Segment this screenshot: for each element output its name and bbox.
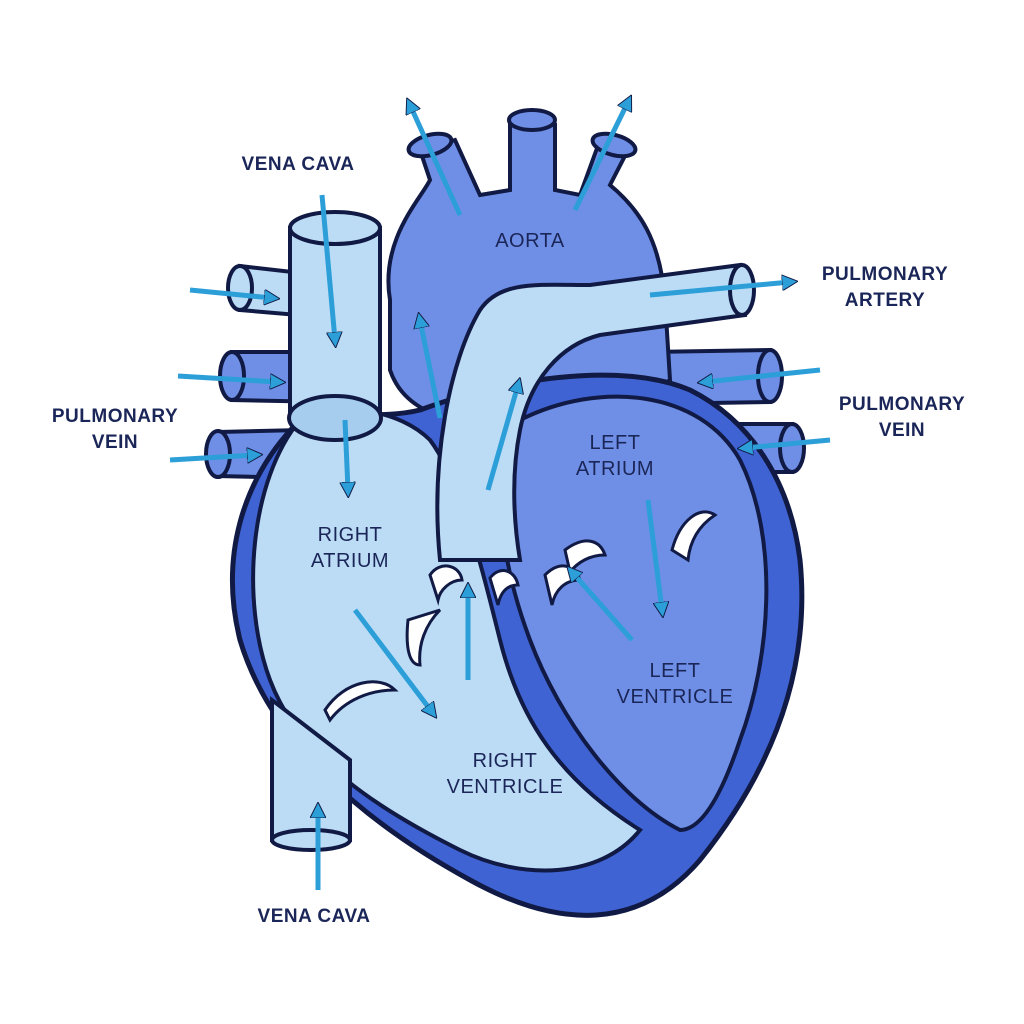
flow-arrow-icon	[410, 105, 463, 217]
label-right-atrium: RIGHT ATRIUM	[310, 524, 390, 572]
flow-arrow-icon	[649, 282, 790, 298]
flow-arrow-icon	[745, 437, 831, 448]
flow-arrow-icon	[420, 320, 443, 419]
flow-arrow-icon	[705, 367, 821, 382]
flow-arrows	[169, 102, 831, 890]
flow-arrow-icon	[319, 194, 335, 340]
flow-arrow-icon	[177, 373, 278, 382]
vena-cava-lower	[270, 695, 352, 852]
flow-arrow-icon	[485, 385, 518, 491]
flow-arrow-icon	[345, 419, 348, 490]
flow-arrow-icon	[645, 499, 662, 610]
aortic-valve	[670, 510, 718, 563]
label-aorta: AORTA	[495, 230, 565, 252]
label-pulmonary-artery: PULMONARY ARTERY	[821, 264, 949, 311]
flow-arrow-icon	[189, 287, 272, 298]
label-vena-cava-top: VENA CAVA	[241, 154, 355, 175]
label-pulmonary-vein-left: PULMONARY VEIN	[51, 406, 179, 453]
aorta	[386, 108, 673, 423]
label-left-ventricle: LEFT VENTRICLE	[616, 660, 734, 708]
pulmonary-artery	[435, 262, 756, 562]
label-pulmonary-vein-right: PULMONARY VEIN	[838, 394, 966, 441]
flow-arrow-icon	[169, 455, 255, 460]
label-vena-cava-bottom: VENA CAVA	[257, 906, 371, 927]
tricuspid-valve-lower	[323, 680, 399, 723]
heart-valves	[323, 510, 718, 723]
flow-arrow-icon	[572, 102, 628, 212]
label-right-ventricle: RIGHT VENTRICLE	[446, 750, 564, 798]
pulmonary-valve-right	[488, 569, 520, 606]
flow-arrow-icon	[353, 608, 432, 712]
pulmonary-valve-left	[428, 564, 464, 606]
label-left-atrium: LEFT ATRIUM	[575, 432, 655, 480]
tricuspid-valve-upper	[405, 608, 442, 667]
flow-arrow-icon	[572, 572, 634, 642]
left-chambers	[499, 394, 769, 833]
